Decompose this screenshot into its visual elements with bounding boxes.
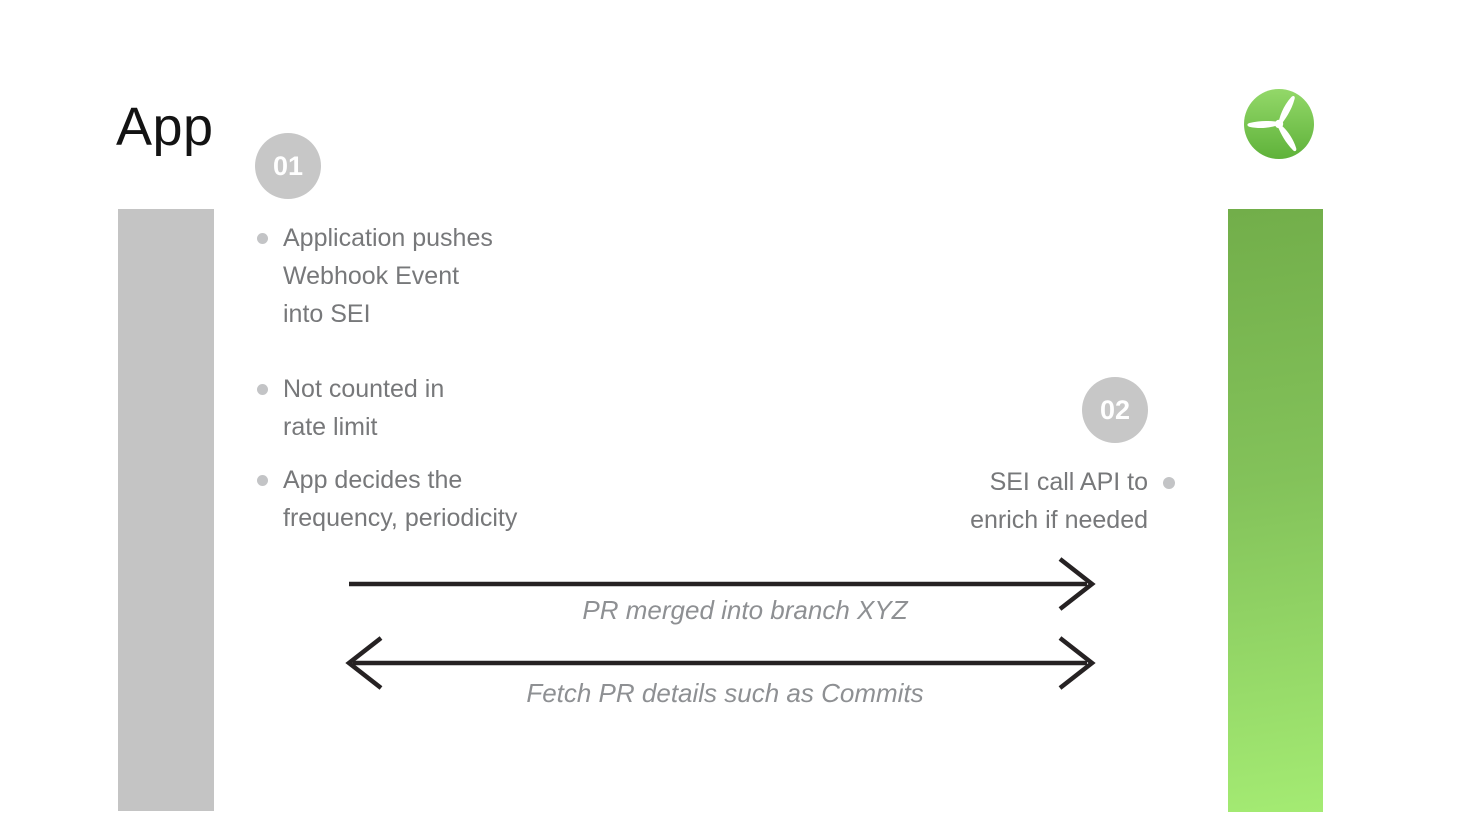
list-item: Application pushes Webhook Event into SE… [257,219,493,333]
bullet-text: App decides the frequency, periodicity [283,461,517,537]
sei-lane-bar [1228,209,1323,812]
list-item: SEI call API to enrich if needed [898,463,1175,539]
bullet-text: Application pushes Webhook Event into SE… [283,219,493,333]
bullet-line: enrich if needed [970,506,1148,534]
bullet-line: App decides the [283,466,463,494]
step-badge-02: 02 [1082,377,1148,443]
bullet-line: Application pushes [283,224,493,252]
bullet-dot-icon [257,233,268,244]
bullet-line: Not counted in [283,375,445,403]
bullet-dot-icon [1163,477,1175,489]
bullet-text: Not counted in rate limit [283,370,444,446]
bidirectional-arrowhead-right-icon [1058,636,1096,690]
bullet-dot-icon [257,384,268,395]
bullet-line: frequency, periodicity [283,504,518,532]
app-lane-bar [118,209,214,811]
bullet-dot-icon [257,475,268,486]
list-item: Not counted in rate limit [257,370,444,446]
bidirectional-arrow-label: Fetch PR details such as Commits [526,678,924,708]
forward-arrow-label: PR merged into branch XYZ [582,595,908,625]
wind-turbine-icon [1244,89,1314,159]
bullet-text: SEI call API to enrich if needed [898,463,1148,539]
bullet-line: rate limit [283,413,378,441]
forward-arrowhead-right-icon [1058,557,1096,611]
list-item: App decides the frequency, periodicity [257,461,517,537]
bullet-line: SEI call API to [989,468,1148,496]
sequence-arrows [345,557,1096,690]
step-badge-01: 01 [255,133,321,199]
bullet-line: into SEI [283,300,371,328]
page-title: App [116,97,214,157]
bullet-line: Webhook Event [283,262,460,290]
bidirectional-arrowhead-left-icon [345,636,383,690]
